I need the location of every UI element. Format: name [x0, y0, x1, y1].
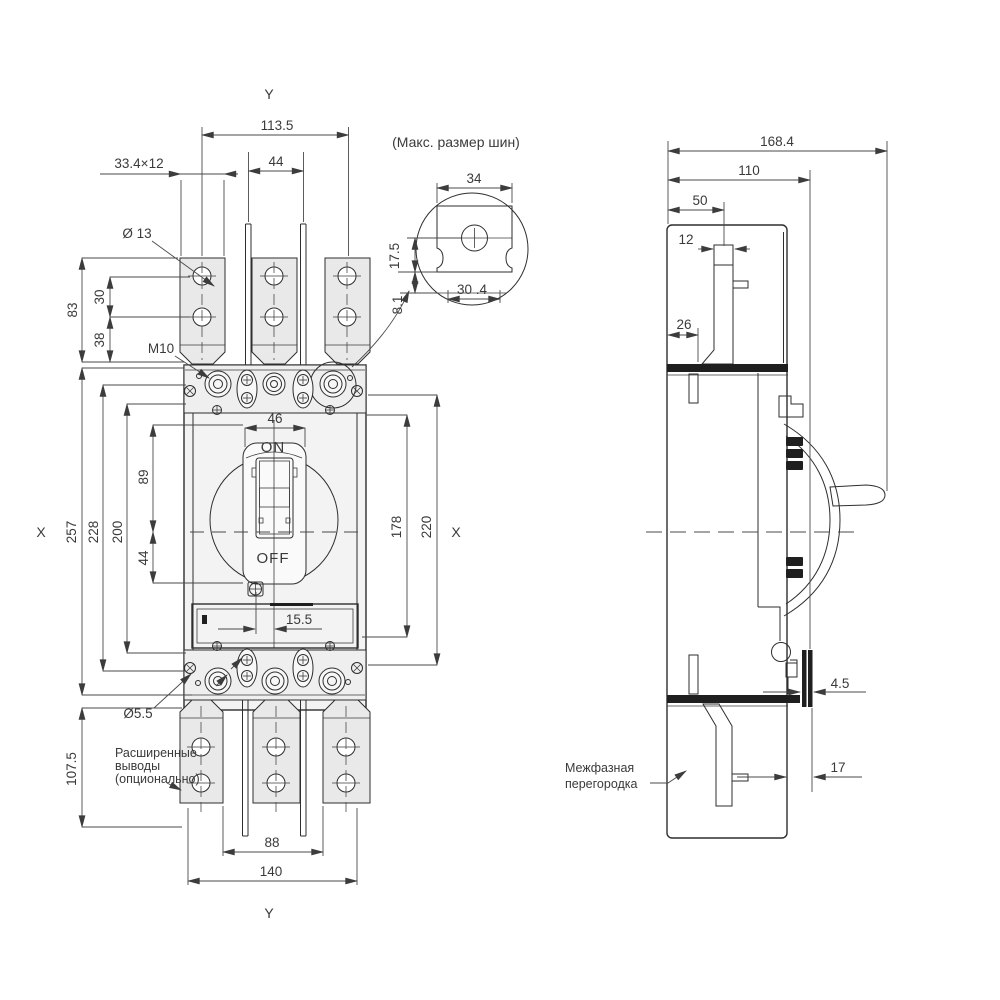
bottom-terminal-lugs — [179, 699, 371, 812]
dim-88: 88 — [264, 835, 279, 850]
axis-x-left: X — [36, 524, 46, 540]
toggle-handle-side — [829, 484, 886, 507]
dim-12: 12 — [678, 232, 693, 247]
axis-y-top: Y — [264, 86, 274, 102]
top-barrier-bracket — [700, 244, 749, 365]
top-band-hardware — [184, 361, 363, 415]
note-extended-terminals-3: (опционально) — [115, 772, 200, 786]
dim-44-left: 44 — [136, 550, 151, 566]
dim-113-5: 113.5 — [261, 118, 294, 133]
dim-228: 228 — [86, 521, 101, 544]
dim-83: 83 — [65, 302, 80, 317]
dim-257: 257 — [64, 521, 79, 544]
interphase-barrier — [702, 703, 733, 807]
dim-17: 17 — [830, 760, 845, 775]
dim-15-5: 15.5 — [286, 612, 312, 627]
dim-50: 50 — [692, 193, 707, 208]
toggle-handle — [255, 457, 294, 539]
label-off: OFF — [257, 550, 290, 567]
note-extended-terminals-2: выводы — [115, 759, 160, 773]
dim-slot: 33.4×12 — [114, 156, 163, 171]
detail-dim-30-4: 30 .4 — [457, 282, 488, 297]
label-m10: M10 — [148, 341, 174, 356]
dim-44-top: 44 — [268, 154, 284, 169]
bottom-band-hardware — [184, 641, 363, 695]
side-body — [666, 224, 788, 839]
note-interphase-2: перегородка — [565, 777, 638, 791]
detail-dim-8-1: 8.1 — [390, 296, 405, 315]
side-dimensions: 168.4 110 50 12 26 4.5 17 Межфазная пере… — [565, 134, 889, 792]
front-view — [179, 223, 371, 837]
dim-dia5-5: Ø5.5 — [123, 706, 152, 721]
bottom-bus-bars — [242, 700, 307, 837]
detail-dim-34: 34 — [466, 171, 482, 186]
dim-46: 46 — [267, 411, 282, 426]
detail-view-bus-size: (Макс. размер шин) 34 17.5 8.1 30 .4 — [387, 134, 529, 315]
label-on: ON — [261, 439, 286, 456]
operating-mechanism — [209, 420, 339, 648]
dim-107-5: 107.5 — [64, 752, 79, 786]
dim-4-5: 4.5 — [831, 676, 850, 691]
dim-dia13: Ø 13 — [122, 226, 151, 241]
dim-220: 220 — [419, 516, 434, 539]
note-interphase-1: Межфазная — [565, 761, 634, 775]
dim-38: 38 — [92, 332, 107, 347]
side-view — [646, 224, 886, 839]
dim-89: 89 — [136, 469, 151, 484]
rocker-recess — [242, 442, 307, 585]
axis-x-right: X — [451, 524, 461, 540]
top-terminal-lugs — [179, 257, 371, 365]
dim-26: 26 — [676, 317, 691, 332]
axis-y-bottom: Y — [264, 905, 274, 921]
nameplate-window — [191, 603, 359, 649]
dim-178: 178 — [389, 516, 404, 539]
note-extended-terminals-1: Расширенные — [115, 746, 197, 760]
detail-dim-17-5: 17.5 — [387, 243, 402, 269]
knurled-adjusters — [786, 437, 803, 578]
dim-30: 30 — [92, 289, 107, 304]
dim-140: 140 — [260, 864, 283, 879]
dim-168-4: 168.4 — [760, 134, 794, 149]
dim-200: 200 — [110, 521, 125, 544]
dim-110: 110 — [738, 163, 760, 178]
front-dimensions: 113.5 44 33.4×12 Ø 13 83 30 38 M10 — [36, 86, 461, 921]
top-bus-bars — [245, 223, 307, 366]
detail-title: (Макс. размер шин) — [392, 134, 520, 150]
